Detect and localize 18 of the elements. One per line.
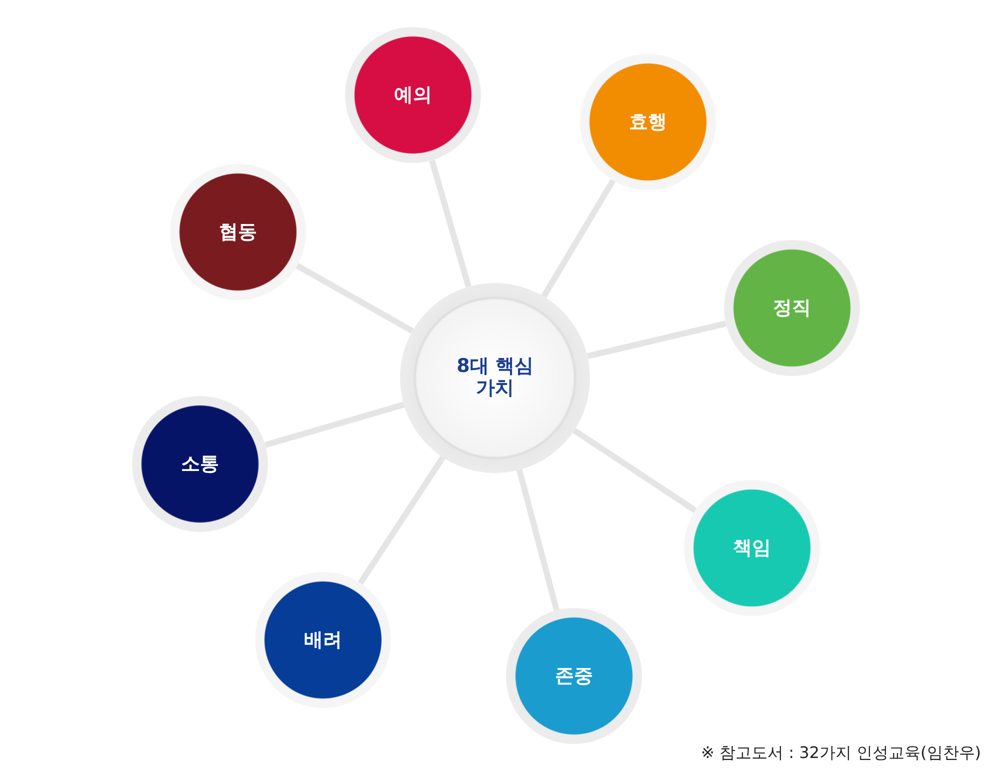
value-label: 배려	[304, 628, 342, 653]
value-label: 예의	[394, 83, 432, 108]
connector-line	[541, 178, 616, 298]
connector-line	[572, 428, 697, 513]
value-label: 존중	[555, 664, 593, 689]
connector-line	[358, 456, 446, 585]
value-label: 협동	[219, 220, 257, 245]
connector-line	[429, 159, 472, 288]
value-label: 효행	[629, 110, 667, 135]
reference-note: ※ 참고도서 : 32가지 인성교육(임찬우)	[701, 743, 981, 764]
connector-line	[586, 320, 726, 360]
connector-line	[296, 262, 414, 334]
connector-line	[264, 402, 405, 448]
value-label: 책임	[733, 536, 771, 561]
connector-line	[516, 469, 560, 612]
value-label: 소통	[181, 452, 219, 477]
center-title: 8대 핵심가치	[456, 356, 534, 400]
value-label: 정직	[773, 296, 811, 321]
